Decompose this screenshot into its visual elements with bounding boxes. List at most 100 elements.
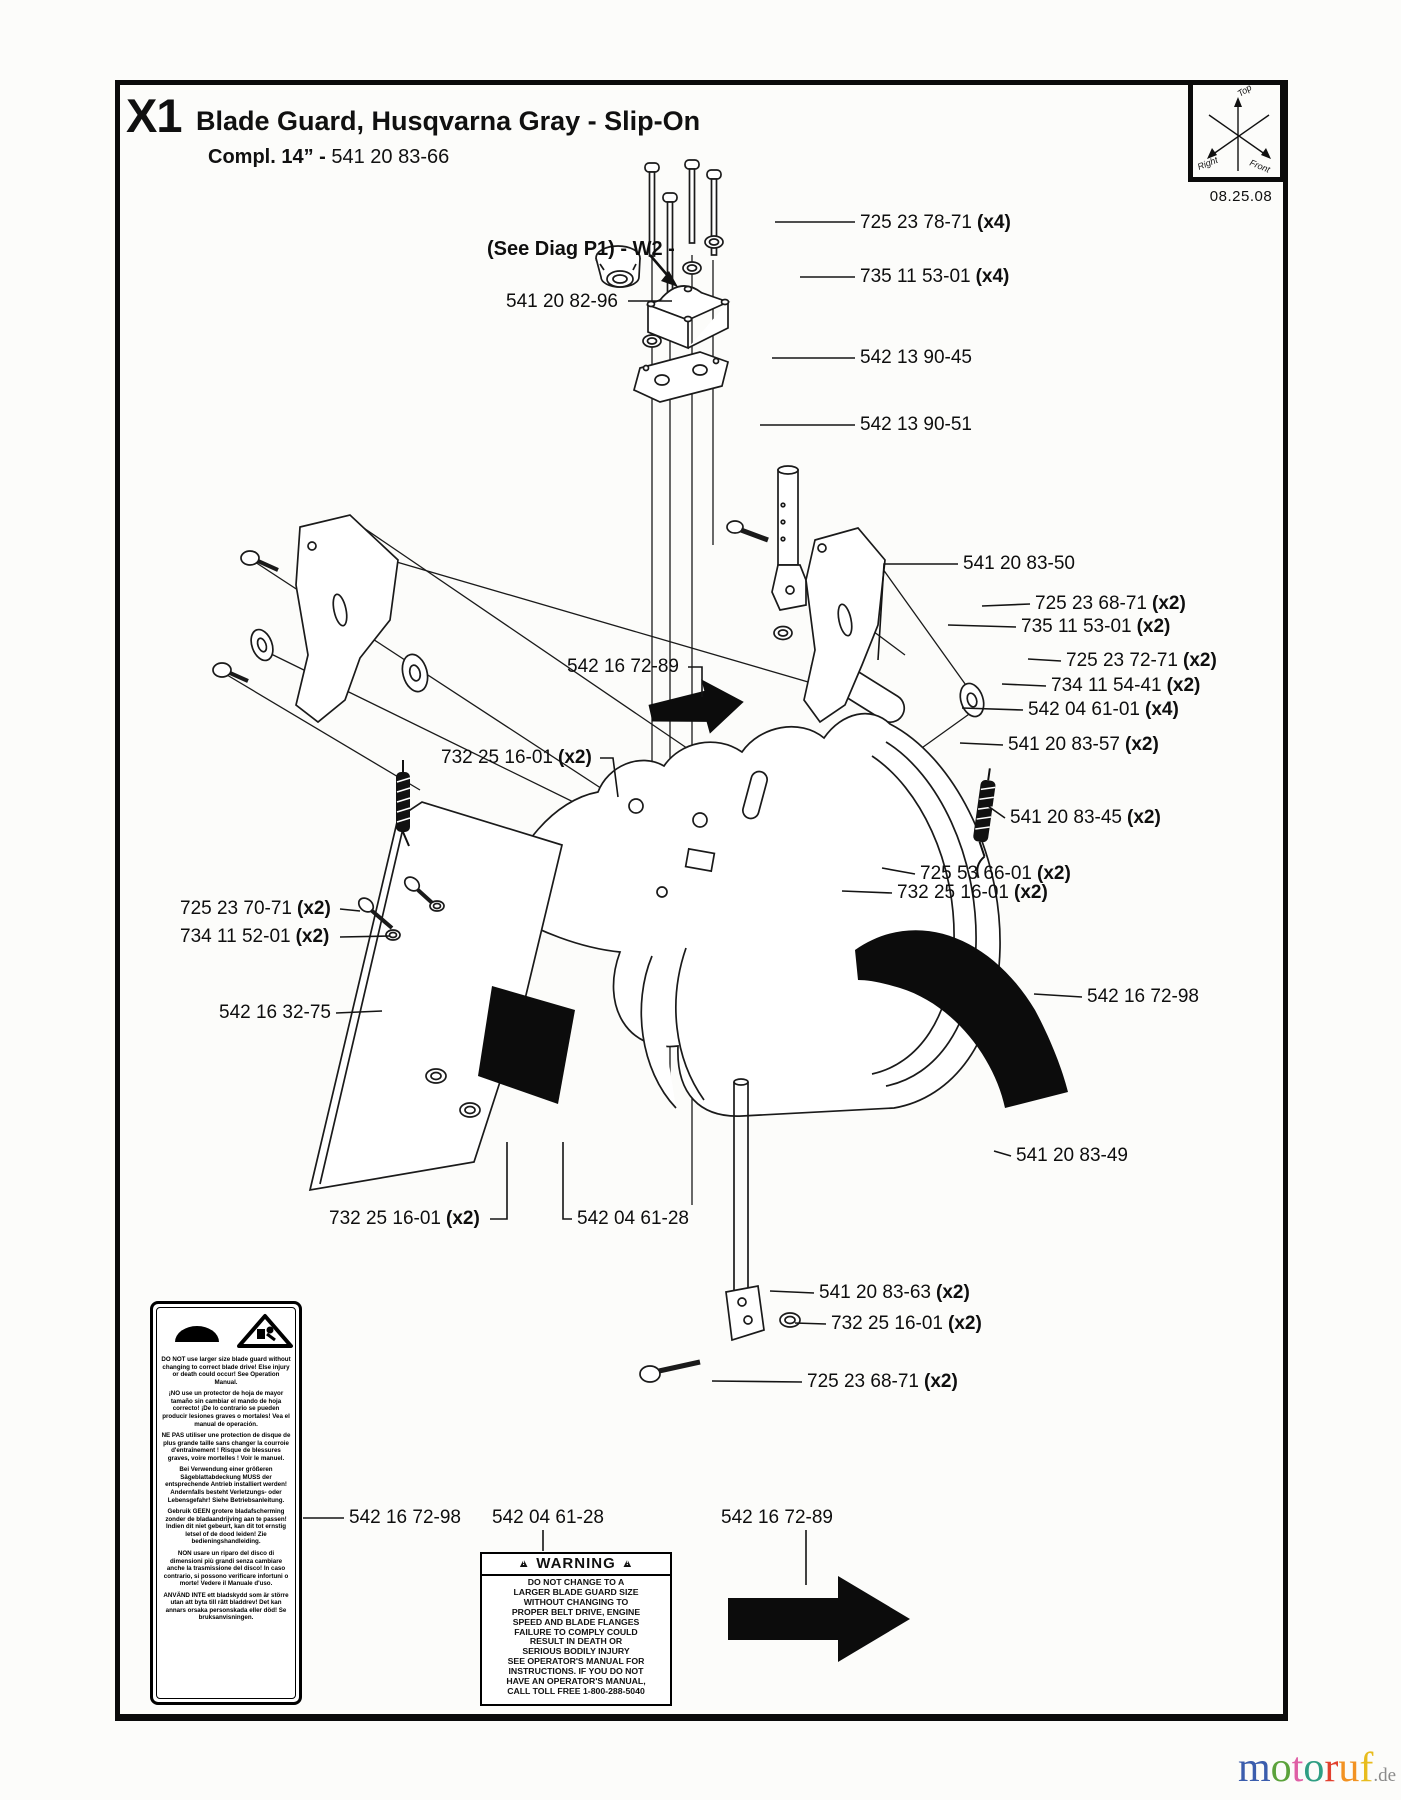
safety-decal-paragraph: NE PAS utiliser une protection de disque… xyxy=(161,1432,291,1462)
part-callout: 542 16 72-98 xyxy=(349,1507,461,1528)
safety-decal-icons xyxy=(161,1312,293,1352)
warning-decal-line: DO NOT CHANGE TO A xyxy=(527,1577,625,1587)
orientation-top-label: Top xyxy=(1236,85,1254,99)
part-callout: 542 16 72-89 xyxy=(567,656,679,677)
direction-arrow-large-icon xyxy=(728,1576,910,1662)
warning-decal-line: SEE OPERATOR'S MANUAL FOR xyxy=(507,1656,645,1667)
part-callout: 542 16 72-98 xyxy=(1087,986,1199,1007)
bracket-block-part xyxy=(645,285,731,350)
subtitle-part-number: 541 20 83-66 xyxy=(331,146,450,168)
part-callout: 732 25 16-01(x2) xyxy=(831,1313,982,1334)
part-callout: 725 23 78-71(x4) xyxy=(860,212,1011,233)
right-bracket-part xyxy=(803,527,886,724)
plate-bolts xyxy=(357,876,481,1118)
orientation-axes-icon: Top Right Front xyxy=(1196,85,1272,175)
part-callout: 542 16 72-89 xyxy=(721,1507,833,1528)
part-callout: 542 16 32-75 xyxy=(219,1002,331,1023)
part-callout: 732 25 16-01(x2) xyxy=(897,882,1048,903)
blade-guard-body xyxy=(495,712,1001,1117)
safety-decal-paragraph: ¡NO use un protector de hoja de mayor ta… xyxy=(162,1390,290,1428)
watermark-letter: o xyxy=(1303,1745,1325,1791)
part-callout: 725 23 72-71(x2) xyxy=(1066,650,1217,671)
warning-triangle-icon xyxy=(237,1314,293,1348)
safety-decal-paragraph: Bei Verwendung einer größeren Sägeblatta… xyxy=(165,1466,287,1504)
page-border-frame xyxy=(115,80,1288,1721)
part-callout: 542 04 61-28 xyxy=(492,1507,604,1528)
warning-triangle-icon: ▲! xyxy=(620,1555,635,1570)
part-callout: 734 11 54-41(x2) xyxy=(1051,675,1201,696)
watermark-letter: m xyxy=(1238,1745,1271,1791)
warning-decal-line: INSTRUCTIONS. IF YOU DO NOT xyxy=(508,1666,644,1677)
direction-arrow-icon xyxy=(648,679,744,734)
arc-decal xyxy=(855,930,1068,1108)
safety-decal-paragraph: ANVÄND INTE ett bladskydd som är större … xyxy=(163,1591,289,1622)
part-callout: 725 23 68-71(x2) xyxy=(1035,593,1186,614)
warning-decal-line: SERIOUS BODILY INJURY xyxy=(522,1646,630,1657)
watermark-letter: r xyxy=(1324,1745,1339,1791)
part-callout: 541 20 83-50 xyxy=(963,553,1075,574)
watermark-letter: u xyxy=(1338,1745,1360,1791)
part-callout: 542 04 61-28 xyxy=(577,1208,689,1229)
warning-decal-line: FAILURE TO COMPLY COULD xyxy=(514,1626,638,1637)
part-callout: 541 20 82-96 xyxy=(506,291,618,312)
w2-pointer-arrow xyxy=(649,254,678,287)
warning-triangle-icon: ▲! xyxy=(517,1555,532,1570)
warning-decal-line: RESULT IN DEATH OR xyxy=(529,1636,623,1647)
orientation-right-label: Right xyxy=(1196,155,1220,172)
part-callout: 732 25 16-01(x2) xyxy=(441,747,592,768)
tube-part xyxy=(726,465,807,641)
safety-decal-multilanguage: DO NOT use larger size blade guard witho… xyxy=(150,1301,302,1705)
knob-part xyxy=(595,245,641,288)
safety-decal-text: DO NOT use larger size blade guard witho… xyxy=(161,1356,291,1622)
part-callout: 542 13 90-51 xyxy=(860,414,972,435)
part-callout: 541 20 83-63(x2) xyxy=(819,1282,970,1303)
warning-decal-line: WITHOUT CHANGING TO xyxy=(523,1596,629,1607)
safety-decal-paragraph: NON usare un riparo del disco di dimensi… xyxy=(163,1549,289,1588)
section-code: X1 xyxy=(126,89,182,142)
part-callout: 541 20 83-49 xyxy=(1016,1145,1128,1166)
warning-decal-line: CALL TOLL FREE 1-800-288-5040 xyxy=(507,1685,645,1696)
plate-decal xyxy=(478,986,575,1104)
watermark-letter: o xyxy=(1270,1745,1292,1791)
site-watermark-logo: motoruf.de xyxy=(1238,1744,1396,1792)
orientation-compass: Top Right Front xyxy=(1188,80,1285,182)
fasteners-top xyxy=(212,159,1001,1383)
part-callout: 725 53 66-01(x2) xyxy=(920,863,1071,884)
watermark-letter: f xyxy=(1359,1745,1374,1791)
warning-decal-line: PROPER BELT DRIVE, ENGINE xyxy=(511,1606,641,1617)
part-callout: 725 23 70-71(x2) xyxy=(180,898,331,919)
watermark-letter: t xyxy=(1291,1745,1304,1791)
warning-decal-header: ▲! WARNING ▲! xyxy=(482,1554,670,1576)
left-bracket-part xyxy=(295,514,399,724)
part-callout: 541 20 83-57(x2) xyxy=(1008,734,1159,755)
watermark-suffix: .de xyxy=(1373,1765,1397,1786)
bottom-rod-part xyxy=(639,1078,801,1383)
page-title: Blade Guard, Husqvarna Gray - Slip-On xyxy=(196,106,701,136)
page-subtitle: Compl. 14” - 541 20 83-66 xyxy=(208,146,449,169)
warning-decal-line: LARGER BLADE GUARD SIZE xyxy=(513,1586,639,1597)
orientation-front-label: Front xyxy=(1248,158,1272,175)
spring-icon xyxy=(396,760,996,879)
revision-date: 08.25.08 xyxy=(1209,188,1273,205)
part-callout: 735 11 53-01(x2) xyxy=(1021,616,1171,637)
bolt-icon xyxy=(644,159,722,297)
subtitle-size: Compl. 14” - xyxy=(208,146,326,168)
safety-decal-paragraph: Gebruik GEEN grotere bladafscherming zon… xyxy=(165,1508,287,1546)
part-callout: (See Diag P1) - W2 - xyxy=(487,238,675,260)
part-callout: 734 11 52-01(x2) xyxy=(180,926,330,947)
warning-decal-line: HAVE AN OPERATOR'S MANUAL, xyxy=(506,1676,646,1687)
watermark-letters: motoruf xyxy=(1238,1745,1373,1791)
part-callout: 732 25 16-01(x2) xyxy=(329,1208,480,1229)
dome-icon xyxy=(175,1326,219,1342)
warning-decal-line: SPEED AND BLADE FLANGES xyxy=(512,1616,640,1627)
leader-lines xyxy=(303,221,1083,1585)
part-callout: 542 13 90-45 xyxy=(860,347,972,368)
warning-title: WARNING xyxy=(536,1555,616,1572)
part-callout: 542 04 61-01(x4) xyxy=(1028,699,1179,720)
part-callout: 725 23 68-71(x2) xyxy=(807,1371,958,1392)
part-callout: 735 11 53-01(x4) xyxy=(860,266,1010,287)
safety-decal-paragraph: DO NOT use larger size blade guard witho… xyxy=(161,1356,291,1386)
